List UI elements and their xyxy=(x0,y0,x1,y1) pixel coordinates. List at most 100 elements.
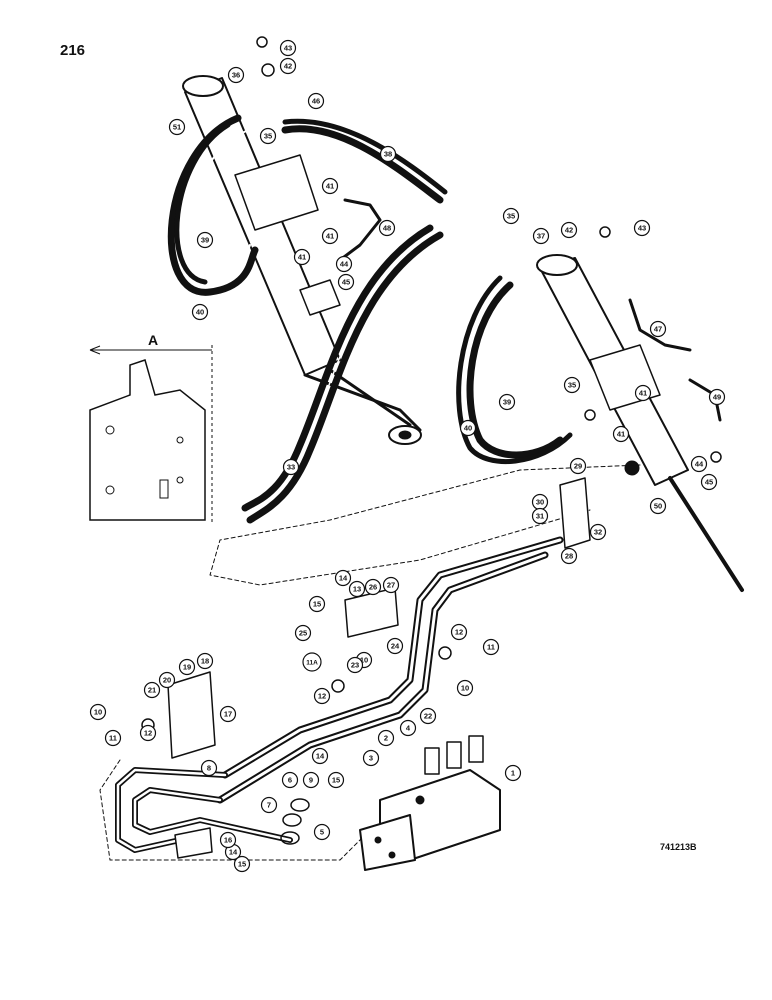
callout-circle xyxy=(456,679,474,697)
steel-tubes xyxy=(115,198,722,853)
callout-number: 35 xyxy=(568,381,576,390)
callout-circle xyxy=(311,747,329,765)
callout-35: 35 xyxy=(502,207,520,225)
callout-circle xyxy=(482,638,500,656)
callout-number: 15 xyxy=(313,600,321,609)
callout-number: 29 xyxy=(574,462,582,471)
callout-number: 12 xyxy=(318,692,326,701)
callout-1: 1 xyxy=(504,764,522,782)
callout-circle xyxy=(302,771,320,789)
callout-number: 7 xyxy=(267,801,271,810)
callout-46: 46 xyxy=(307,92,325,110)
callout-circle xyxy=(334,569,352,587)
callout-16: 16 xyxy=(219,831,237,849)
figure-code: 741213B xyxy=(660,842,697,852)
callout-35: 35 xyxy=(259,127,277,145)
callout-51: 51 xyxy=(168,118,186,136)
callout-number: 26 xyxy=(369,583,377,592)
callout-41: 41 xyxy=(612,425,630,443)
callout-number: 9 xyxy=(309,776,313,785)
callout-number: 11 xyxy=(109,734,117,743)
callout-number: 45 xyxy=(705,478,713,487)
callout-13: 13 xyxy=(348,580,366,598)
callout-circle xyxy=(219,705,237,723)
callout-number: 41 xyxy=(639,389,647,398)
callout-circle xyxy=(419,707,437,725)
callout-29: 29 xyxy=(569,457,587,475)
callout-number: 12 xyxy=(455,628,463,637)
callout-number: 35 xyxy=(507,212,515,221)
callout-circle xyxy=(569,457,587,475)
callout-number: 1 xyxy=(511,769,515,778)
callout-circle xyxy=(327,771,345,789)
callout-39: 39 xyxy=(498,393,516,411)
callout-number: 16 xyxy=(224,836,232,845)
callout-number: 23 xyxy=(351,661,359,670)
callout-circle xyxy=(378,219,396,237)
callout-circle xyxy=(200,759,218,777)
callout-24: 24 xyxy=(386,637,404,655)
callout-35: 35 xyxy=(563,376,581,394)
callout-10: 10 xyxy=(456,679,474,697)
callout-circle xyxy=(178,658,196,676)
callout-number: 11 xyxy=(487,643,495,652)
callout-6: 6 xyxy=(281,771,299,789)
callout-8: 8 xyxy=(200,759,218,777)
callout-circle xyxy=(191,303,209,321)
callout-45: 45 xyxy=(337,273,355,291)
callout-circle xyxy=(563,376,581,394)
callout-49: 49 xyxy=(708,388,726,406)
callout-number: 10 xyxy=(461,684,469,693)
callout-5: 5 xyxy=(313,823,331,841)
callout-44: 44 xyxy=(690,455,708,473)
callout-circle xyxy=(196,231,214,249)
callout-25: 25 xyxy=(294,624,312,642)
callout-43: 43 xyxy=(279,39,297,57)
callout-number: 37 xyxy=(537,232,545,241)
callout-circle xyxy=(313,687,331,705)
callout-15: 15 xyxy=(327,771,345,789)
callout-15: 15 xyxy=(308,595,326,613)
right-hoses xyxy=(456,275,573,465)
callout-circle xyxy=(282,458,300,476)
page-number: 216 xyxy=(60,42,86,59)
callout-circle xyxy=(450,623,468,641)
control-valve xyxy=(359,735,501,871)
callout-circle xyxy=(399,719,417,737)
callout-number: 43 xyxy=(638,224,646,233)
callout-number: 44 xyxy=(340,260,349,269)
callout-number: 30 xyxy=(536,498,544,507)
callout-number: 10 xyxy=(360,656,368,665)
callout-number: 40 xyxy=(464,424,472,433)
callout-number: 48 xyxy=(383,224,391,233)
callout-circle xyxy=(362,749,380,767)
callout-number: 33 xyxy=(287,463,295,472)
dashed-outlines xyxy=(99,464,641,861)
callout-circle xyxy=(346,656,364,674)
callout-circle xyxy=(308,595,326,613)
callout-circle xyxy=(139,724,157,742)
callout-number: 25 xyxy=(299,629,307,638)
callout-number: 41 xyxy=(326,232,334,241)
callout-number: 28 xyxy=(565,552,573,561)
callout-circle xyxy=(279,57,297,75)
callout-circle xyxy=(379,145,397,163)
callout-number: 40 xyxy=(196,308,204,317)
callout-circle xyxy=(143,681,161,699)
callout-26: 26 xyxy=(364,578,382,596)
callout-41: 41 xyxy=(321,227,339,245)
callout-circle xyxy=(168,118,186,136)
callout-number: 41 xyxy=(326,182,334,191)
callout-circle xyxy=(260,796,278,814)
callout-number: 38 xyxy=(384,150,392,159)
callout-circle xyxy=(321,177,339,195)
callout-circle xyxy=(708,388,726,406)
callout-circle xyxy=(386,637,404,655)
callout-number: 21 xyxy=(148,686,156,695)
brackets xyxy=(167,477,591,859)
callout-circle xyxy=(337,273,355,291)
callout-number: 14 xyxy=(339,574,348,583)
callout-number: 19 xyxy=(183,663,191,672)
callout-number: 24 xyxy=(391,642,400,651)
callout-33: 33 xyxy=(282,458,300,476)
